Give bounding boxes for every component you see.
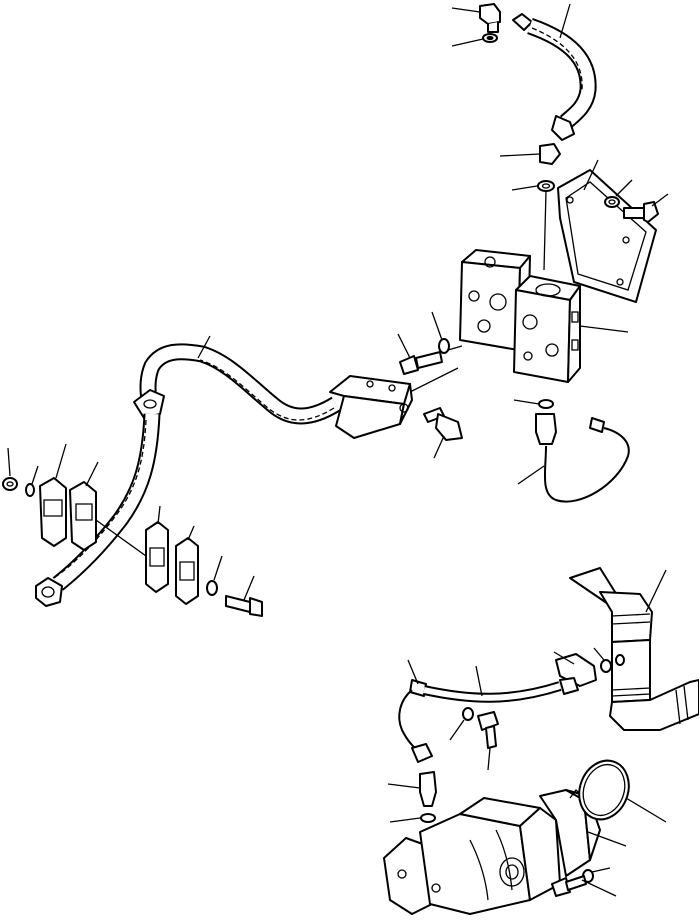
pressure-pipe [139, 335, 341, 425]
nut-left [2, 447, 18, 491]
washer-left [25, 465, 39, 497]
bolt-harness [477, 711, 499, 771]
pump-fitting [387, 771, 437, 807]
o-ring-large [578, 759, 667, 823]
flex-hose-top [512, 3, 597, 141]
bolt-cover [623, 193, 669, 223]
flange-block [329, 367, 459, 439]
washer-pump [582, 867, 611, 883]
elbow-fitting-top [451, 3, 501, 33]
adapter-fitting [553, 651, 597, 687]
washer-valve [431, 311, 463, 354]
bolt-valve [397, 333, 443, 375]
hose-lower-section [35, 413, 161, 607]
elbow-fitting-valve [499, 143, 561, 165]
clamp-half-left-a [39, 443, 67, 547]
control-valve-block [459, 249, 629, 383]
relief-valve-cartridge [423, 407, 463, 459]
clamp-half-right-b [175, 525, 199, 605]
o-ring-adapter [593, 647, 625, 673]
bolt-pump [551, 875, 617, 897]
bolt-clamp [225, 575, 263, 617]
sensor-harness [398, 659, 579, 763]
cover-plate [557, 159, 657, 303]
gear-pump [383, 789, 627, 915]
washer-clamp [206, 555, 223, 596]
o-ring-pump [389, 813, 436, 823]
suction-pipe [569, 567, 699, 731]
washer-harness [449, 707, 474, 741]
o-ring-lower-valve [513, 399, 554, 409]
pressure-sensor [517, 413, 630, 503]
clamp-half-right-a [145, 505, 169, 593]
washer-cover [604, 179, 633, 208]
o-ring-valve [511, 180, 555, 271]
clamp-half-left-b [69, 461, 147, 557]
split-flange-upper [133, 389, 165, 419]
o-ring-top [451, 33, 498, 47]
